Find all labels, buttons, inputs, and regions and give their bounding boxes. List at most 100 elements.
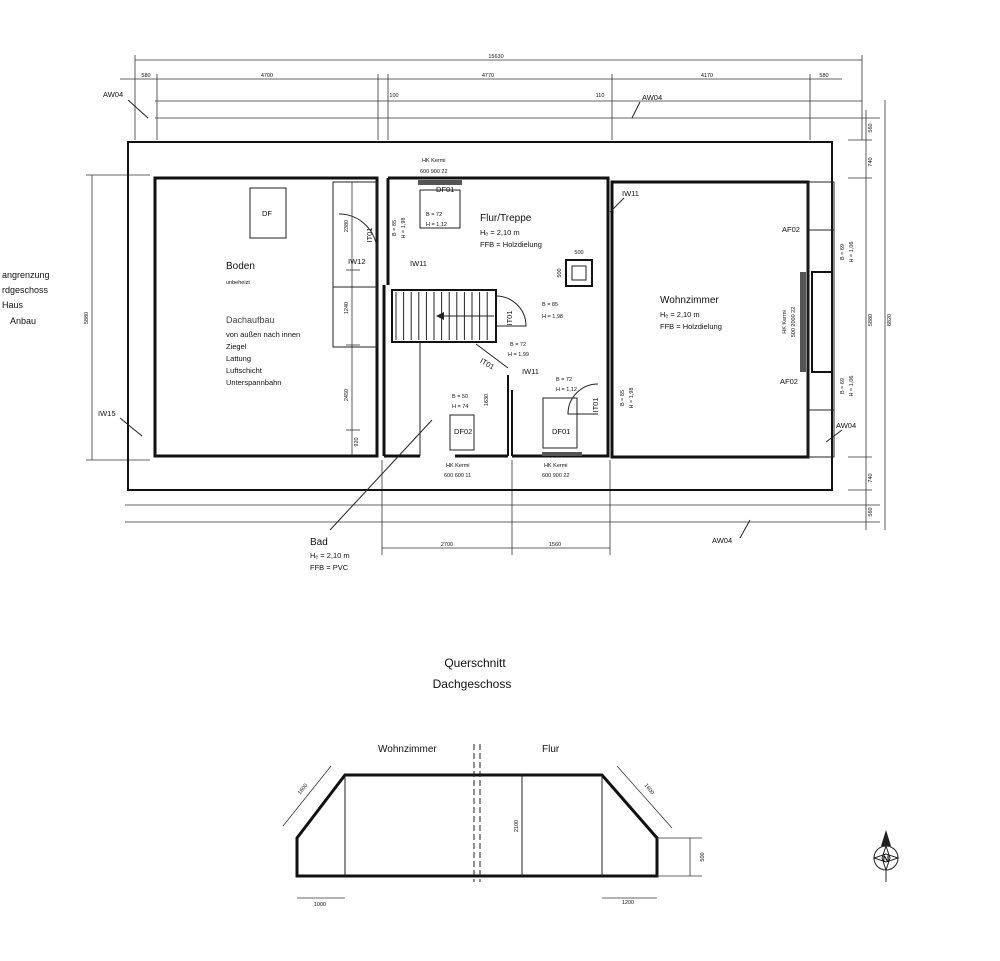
opening-af02b-h: H = 1,06 bbox=[849, 376, 855, 397]
leader-iw15 bbox=[119, 417, 143, 437]
skylight-df bbox=[249, 187, 287, 239]
radiator-wohn-code: 500 2000 22 bbox=[791, 307, 797, 338]
tag-iw11-stair: IW11 bbox=[410, 259, 427, 268]
opening-it01a-b: B = 85 bbox=[392, 220, 398, 236]
section-title-1: Querschnitt bbox=[444, 656, 506, 670]
right-dimension-lines bbox=[848, 100, 886, 530]
tag-aw04-topright: AW04 bbox=[642, 93, 662, 102]
dachaufbau-line-2: Ziegel bbox=[226, 342, 247, 351]
tag-af02-bottom: AF02 bbox=[780, 377, 798, 386]
dim-r-560-bottom: 560 bbox=[868, 507, 874, 516]
opening-af02a-b: B = 69 bbox=[840, 244, 846, 260]
dim-l-5880: 5880 bbox=[84, 312, 90, 324]
tag-aw04-right: AW04 bbox=[836, 421, 856, 430]
cross-section: Querschnitt Dachgeschoss Wohnzimmer Flur… bbox=[282, 656, 706, 908]
room-wohnzimmer-height: Hₑ = 2,10 m bbox=[660, 310, 700, 319]
leader-aw04-tr bbox=[631, 101, 641, 119]
dachaufbau-line-3: Lattung bbox=[226, 354, 251, 363]
radiators bbox=[418, 180, 806, 456]
left-dimension-texts: 5880 2380 1240 2450 920 bbox=[84, 220, 360, 447]
dim-r-740-bottom: 740 bbox=[868, 473, 874, 482]
door-wohnzimmer bbox=[567, 383, 599, 415]
section-room-right: Flur bbox=[542, 744, 560, 755]
radiator-bad-label: HK Kermi bbox=[446, 463, 470, 469]
radiator-top-label: HK Kermi bbox=[422, 158, 446, 164]
radiator-top-code: 600 900 22 bbox=[420, 169, 448, 175]
section-outline bbox=[295, 773, 659, 878]
dim-r-740-top: 740 bbox=[868, 157, 874, 166]
tag-iw12: IW12 bbox=[348, 257, 366, 266]
room-boden-note: unbeheizt bbox=[226, 280, 250, 286]
opening-it01b-h: H = 1,98 bbox=[542, 314, 563, 320]
neighbor-line-3: Haus bbox=[2, 300, 24, 310]
room-wohnzimmer-name: Wohnzimmer bbox=[660, 295, 719, 306]
dachaufbau-line-4: Luftschicht bbox=[226, 366, 263, 375]
door-bad bbox=[475, 343, 509, 369]
tag-aw04-topleft: AW04 bbox=[103, 90, 123, 99]
boden-partition bbox=[332, 286, 378, 348]
door-stair bbox=[495, 295, 527, 327]
opening-af02b-b: B = 69 bbox=[840, 378, 846, 394]
section-title-2: Dachgeschoss bbox=[433, 677, 512, 691]
opening-df01b-h: H = 1,12 bbox=[556, 387, 577, 393]
dachaufbau-line-5: Unterspannbahn bbox=[226, 378, 281, 387]
dachaufbau-line-1: von außen nach innen bbox=[226, 330, 300, 339]
room-bad-name: Bad bbox=[310, 537, 328, 548]
room-flur-height: Hₑ = 2,10 m bbox=[480, 228, 520, 237]
opening-it01d-b: B = 85 bbox=[620, 390, 626, 406]
north-label: N bbox=[883, 854, 890, 864]
skylight-df01-top bbox=[419, 189, 461, 229]
leader-aw04-r bbox=[825, 429, 843, 443]
dim-l-1240: 1240 bbox=[344, 302, 350, 314]
tag-it01-stair: IT01 bbox=[505, 310, 514, 325]
section-dim-1000: 1000 bbox=[314, 902, 326, 908]
tag-iw11-wohn: IW11 bbox=[622, 189, 639, 198]
section-dim-2100: 2100 bbox=[514, 820, 520, 832]
dim-4170: 4170 bbox=[701, 73, 713, 79]
north-arrow-icon: N bbox=[872, 830, 900, 882]
dim-100: 100 bbox=[389, 93, 398, 99]
right-dimension-texts: 560 740 5880 6820 740 560 bbox=[868, 123, 893, 516]
niche-top-right bbox=[807, 181, 835, 231]
radiator-wohn-label: HK Kermi bbox=[782, 310, 788, 334]
door-swings bbox=[249, 187, 833, 451]
opening-it01d-h: H = 1,98 bbox=[629, 388, 635, 409]
chimney: 500 500 bbox=[557, 250, 593, 287]
section-room-left: Wohnzimmer bbox=[378, 744, 437, 755]
chimney-dim-vertical: 500 bbox=[557, 268, 563, 277]
room-flur-floor: FFB = Holzdielung bbox=[480, 240, 542, 249]
leader-iw11-c bbox=[609, 197, 625, 213]
tag-aw04-bottom: AW04 bbox=[712, 536, 732, 545]
staircase bbox=[391, 289, 497, 456]
chimney-dim: 500 bbox=[574, 250, 583, 256]
room-wohnzimmer-floor: FFB = Holzdielung bbox=[660, 322, 722, 331]
section-dim-1600-right: 1600 bbox=[643, 783, 655, 796]
section-dim-line-right bbox=[616, 765, 673, 829]
tag-af02-top: AF02 bbox=[782, 225, 800, 234]
left-dimension-lines bbox=[86, 174, 360, 461]
opening-it01c-b: B = 72 bbox=[510, 342, 526, 348]
skylight-df02 bbox=[449, 414, 475, 451]
opening-it01b-b: B = 85 bbox=[542, 302, 558, 308]
wohnzimmer-walls bbox=[610, 180, 810, 459]
opening-it01a-h: H = 1,98 bbox=[401, 218, 407, 239]
dachaufbau-title: Dachaufbau bbox=[226, 315, 275, 325]
dim-4700: 4700 bbox=[261, 73, 273, 79]
room-flur-name: Flur/Treppe bbox=[480, 213, 532, 224]
stair-outline bbox=[391, 289, 497, 343]
bad-dim-vertical: 1630 bbox=[484, 394, 490, 406]
opening-df01-h: H = 1,12 bbox=[426, 222, 447, 228]
radiator-bad-code: 600 600 11 bbox=[444, 473, 471, 479]
skylight-df01-bottom bbox=[542, 397, 578, 449]
stair-arrow-head bbox=[436, 312, 444, 320]
wohnzimmer-window-zone bbox=[807, 229, 835, 411]
neighbor-line-4: Anbau bbox=[10, 316, 36, 326]
tag-df: DF bbox=[262, 209, 272, 218]
tag-df01-top: DF01 bbox=[436, 185, 454, 194]
dim-l-2450: 2450 bbox=[344, 389, 350, 401]
section-dim-1200: 1200 bbox=[622, 900, 634, 906]
chimney-outer bbox=[565, 259, 593, 287]
opening-df02-h: H = 74 bbox=[452, 404, 468, 410]
section-dim-500: 500 bbox=[700, 852, 706, 861]
